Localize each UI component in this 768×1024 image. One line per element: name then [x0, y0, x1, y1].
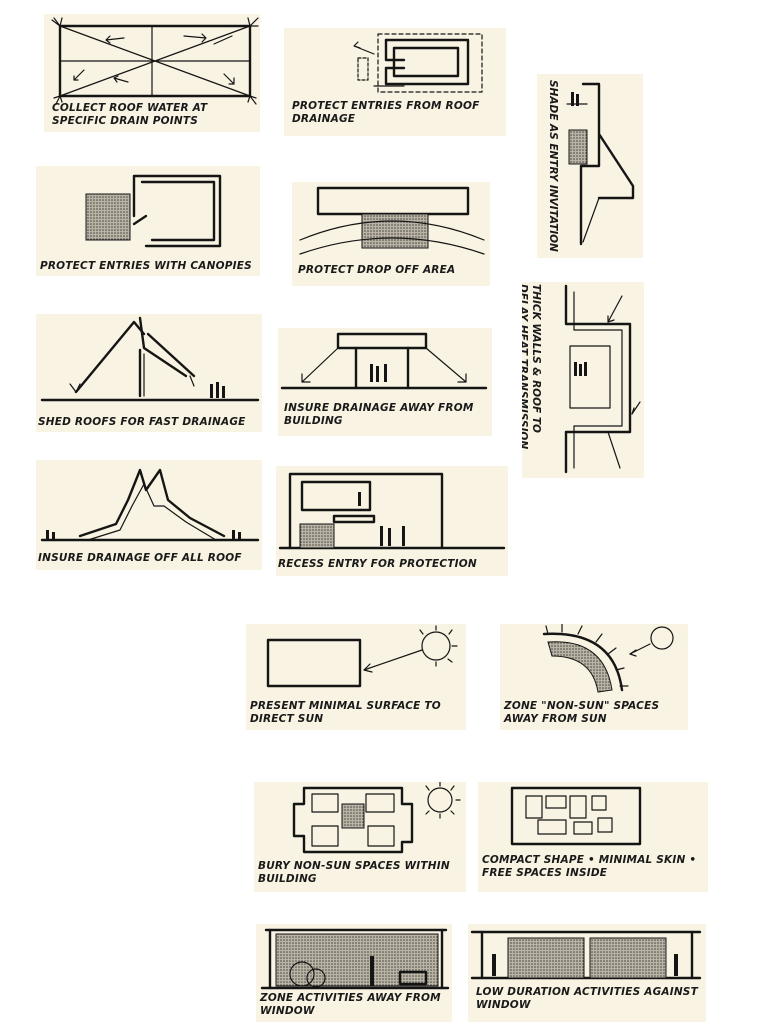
- panel-roof-water: Collect roof water at specific drain poi…: [44, 14, 260, 132]
- thick-walls-sketch: [564, 284, 641, 474]
- panel-caption: Protect entries with canopies: [40, 260, 252, 272]
- drainage-away-sketch: [280, 332, 488, 390]
- minimal-surface-sketch: [266, 625, 458, 688]
- panel-zone-activities: Zone activities away from window: [256, 924, 452, 1022]
- low-duration-sketch: [470, 930, 702, 980]
- panel-shade-entry: Shade as entry invitation: [537, 74, 643, 258]
- recess-entry-sketch: [278, 472, 506, 550]
- shed-roof-sketch: [40, 316, 260, 402]
- panel-shed-roofs: Shed roofs for fast drainage: [36, 314, 262, 432]
- panel-caption: Protect entries from roof drainage: [292, 100, 480, 125]
- panel-caption: Shed roofs for fast drainage: [38, 416, 246, 428]
- panel-caption: Compact shape • minimal skin • free spac…: [482, 854, 697, 879]
- panel-caption: Insure drainage off all roof: [38, 552, 242, 564]
- panel-caption: Thick walls & roof to delay heat transmi…: [522, 284, 542, 450]
- panel-zone-non-sun: Zone "non-sun" spaces away from sun: [500, 624, 688, 730]
- panel-caption: Zone activities away from window: [260, 992, 441, 1017]
- panel-caption: Low duration activities against window: [476, 986, 698, 1011]
- panel-drainage-away: Insure drainage away from building: [278, 328, 492, 436]
- panel-drop-off: Protect drop off area: [292, 182, 490, 286]
- panel-recess-entry: Recess entry for protection: [276, 466, 508, 576]
- drop-off-sketch: [299, 186, 485, 255]
- shade-entry-sketch: [566, 82, 635, 246]
- panel-bury-non-sun: Bury non-sun spaces within building: [254, 782, 466, 892]
- panel-minimal-surface: Present minimal surface to direct sun: [246, 624, 466, 730]
- panel-canopies: Protect entries with canopies: [36, 166, 260, 276]
- panel-drainage-off-roof: Insure drainage off all roof: [36, 460, 262, 570]
- panel-caption: Present minimal surface to direct sun: [250, 700, 441, 725]
- compact-shape-sketch: [510, 786, 642, 846]
- roof-off-sketch: [40, 468, 260, 542]
- panel-caption: Zone "non-sun" spaces away from sun: [504, 700, 660, 725]
- panel-caption: Protect drop off area: [298, 264, 456, 276]
- panel-caption: Shade as entry invitation: [547, 80, 559, 252]
- panel-caption: Collect roof water at specific drain poi…: [52, 102, 208, 127]
- zone-activities-sketch: [260, 928, 450, 990]
- panel-low-duration: Low duration activities against window: [468, 924, 706, 1022]
- panel-caption: Recess entry for protection: [278, 558, 477, 570]
- entry-drainage-sketch: [353, 33, 483, 93]
- panel-caption: Bury non-sun spaces within building: [258, 860, 450, 885]
- panel-thick-walls: Thick walls & roof to delay heat transmi…: [522, 282, 644, 478]
- zone-non-sun-sketch: [542, 624, 674, 693]
- roof-drain-sketch: [51, 17, 259, 105]
- panel-caption: Insure drainage away from building: [284, 402, 474, 427]
- panel-compact-shape: Compact shape • minimal skin • free spac…: [478, 782, 708, 892]
- panel-entry-drainage: Protect entries from roof drainage: [284, 28, 506, 136]
- canopy-sketch: [85, 174, 222, 248]
- bury-non-sun-sketch: [292, 782, 461, 854]
